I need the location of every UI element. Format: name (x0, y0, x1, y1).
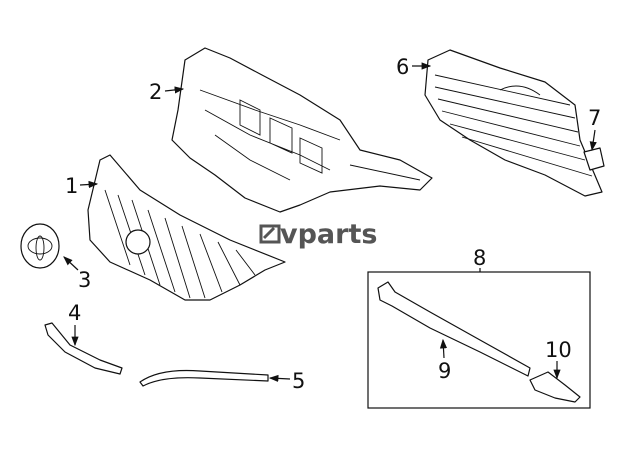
grille-part (87, 154, 286, 301)
svg-text:vparts: vparts (280, 219, 377, 250)
callout-6: 6 (396, 55, 409, 79)
molding-strip-part (139, 369, 269, 387)
callout-3: 3 (78, 268, 91, 292)
end-cap-part (529, 371, 581, 403)
molding-part (44, 322, 123, 375)
callout-7: 7 (588, 106, 601, 130)
callout-2: 2 (149, 80, 162, 104)
callout-4: 4 (68, 301, 81, 325)
callout-8: 8 (473, 246, 486, 270)
kit-box (367, 271, 591, 409)
emblem-part (20, 223, 60, 269)
grille-support-part (171, 47, 433, 213)
lower-molding-part (377, 281, 531, 377)
callout-1: 1 (65, 174, 78, 198)
vparts-logo: vparts (259, 219, 377, 250)
lower-grille-part (424, 49, 603, 197)
callout-9: 9 (438, 359, 451, 383)
callout-10: 10 (545, 338, 572, 362)
callout-5: 5 (292, 369, 305, 393)
